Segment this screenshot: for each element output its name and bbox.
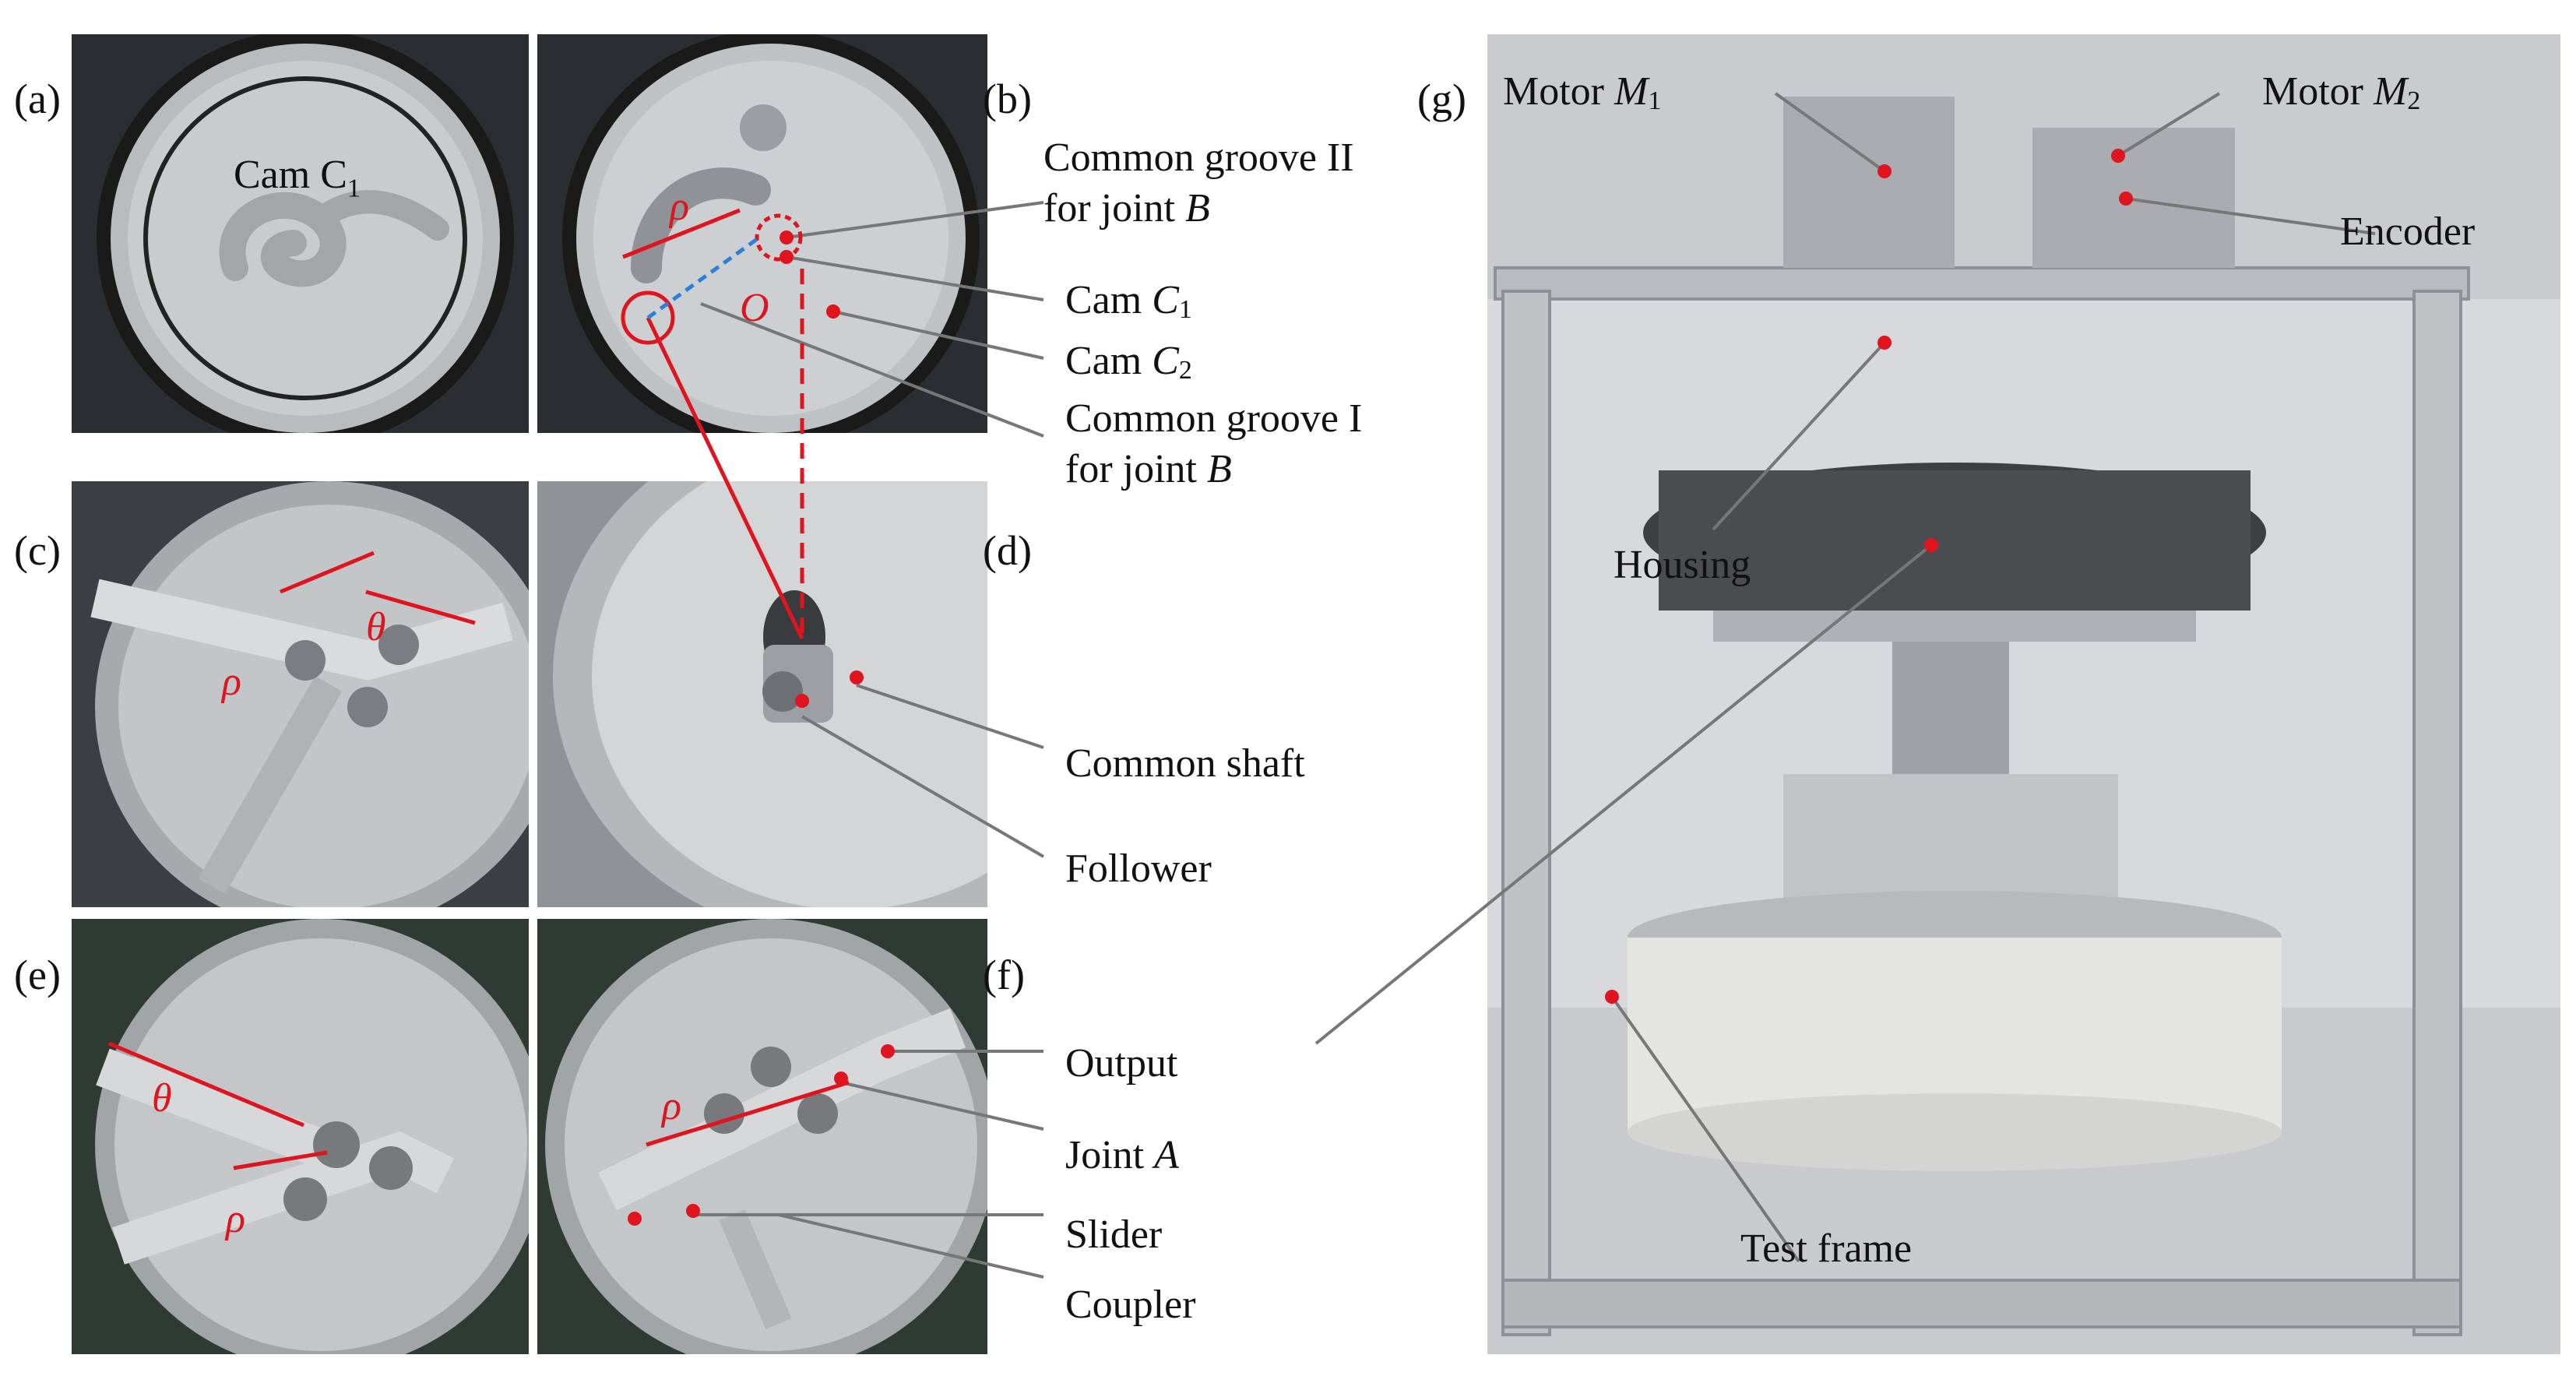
cam-c2-label-var: C <box>1152 339 1179 383</box>
cam-c2-label-text: Cam <box>1065 339 1153 383</box>
panel-label-g: (g) <box>1417 76 1466 122</box>
cam-c2-label-sub: 2 <box>1178 356 1192 385</box>
motor-m1-label-text: Motor <box>1503 69 1614 114</box>
joint-a-label-var: A <box>1154 1133 1179 1177</box>
slider-label: Slider <box>1065 1212 1163 1257</box>
cam-c2-label: Cam C2 <box>1065 341 1192 384</box>
joint-a-label: Joint A <box>1065 1135 1179 1176</box>
motor-m2-label: Motor M2 <box>2262 72 2420 114</box>
common-groove-ii-var: B <box>1184 186 1210 230</box>
origin-symbol-b: O <box>740 286 769 330</box>
common-shaft-label: Common shaft <box>1065 741 1305 786</box>
motor-m2-label-var: M <box>2374 69 2408 114</box>
rho-symbol-c: ρ <box>222 660 241 704</box>
motor-m1-label: Motor M1 <box>1503 72 1661 114</box>
photo-panel-e <box>72 919 529 1354</box>
panel-label-b: (b) <box>983 76 1032 122</box>
follower-label: Follower <box>1065 846 1212 891</box>
motor-m2-label-sub: 2 <box>2407 86 2421 115</box>
cam-c1-label-a-sub: 1 <box>347 174 361 203</box>
encoder-label: Encoder <box>2340 209 2476 254</box>
mechanism-f-photo <box>537 919 987 1354</box>
common-groove-i-label: Common groove I for joint B <box>1065 393 1362 494</box>
mechanism-c-photo <box>72 481 529 907</box>
common-groove-i-line2-pre: for joint <box>1065 447 1207 491</box>
theta-symbol-c: θ <box>366 605 386 649</box>
common-groove-ii-label: Common groove II for joint B <box>1043 132 1354 234</box>
output-label: Output <box>1065 1041 1178 1086</box>
panel-label-c: (c) <box>14 527 61 574</box>
mechanism-e-photo <box>72 919 529 1354</box>
common-groove-ii-line2: for joint B <box>1043 183 1354 234</box>
cam-c2-photo <box>537 34 987 433</box>
cam-c1-label: Cam C1 <box>1065 280 1192 323</box>
shaft-follower-photo <box>537 481 987 907</box>
cam-c1-photo <box>72 34 529 433</box>
theta-symbol-e: θ <box>152 1076 172 1121</box>
panel-label-a: (a) <box>14 76 61 122</box>
joint-a-label-text: Joint <box>1065 1133 1155 1177</box>
cam-c1-label-var: C <box>1152 278 1179 322</box>
common-groove-ii-line1: Common groove II <box>1043 135 1354 180</box>
cam-c1-label-a: Cam C1 <box>234 152 361 203</box>
panel-label-d: (d) <box>983 527 1032 574</box>
panel-label-f: (f) <box>983 952 1025 998</box>
cam-c1-label-text: Cam <box>1065 278 1153 322</box>
motor-m1-label-sub: 1 <box>1648 86 1662 115</box>
common-groove-i-line2: for joint B <box>1065 444 1362 494</box>
rho-symbol-e: ρ <box>226 1197 245 1241</box>
photo-panel-c <box>72 481 529 907</box>
rho-symbol-b: ρ <box>670 185 689 229</box>
common-groove-i-line1: Common groove I <box>1065 396 1363 441</box>
motor-m2-label-text: Motor <box>2262 69 2374 114</box>
motor-m1-label-var: M <box>1614 69 1649 114</box>
cam-c1-label-sub: 1 <box>1178 295 1192 324</box>
cam-c1-label-a-text: Cam C <box>234 153 347 197</box>
panel-label-e: (e) <box>14 952 61 998</box>
rho-symbol-f: ρ <box>662 1084 681 1128</box>
coupler-label: Coupler <box>1065 1283 1196 1327</box>
photo-panel-b <box>537 34 987 433</box>
housing-label: Housing <box>1614 543 1751 587</box>
photo-panel-d <box>537 481 987 907</box>
photo-panel-a <box>72 34 529 433</box>
common-groove-ii-line2-pre: for joint <box>1043 186 1185 230</box>
common-groove-i-var: B <box>1206 447 1232 491</box>
photo-panel-f <box>537 919 987 1354</box>
test-frame-label: Test frame <box>1740 1226 1913 1271</box>
